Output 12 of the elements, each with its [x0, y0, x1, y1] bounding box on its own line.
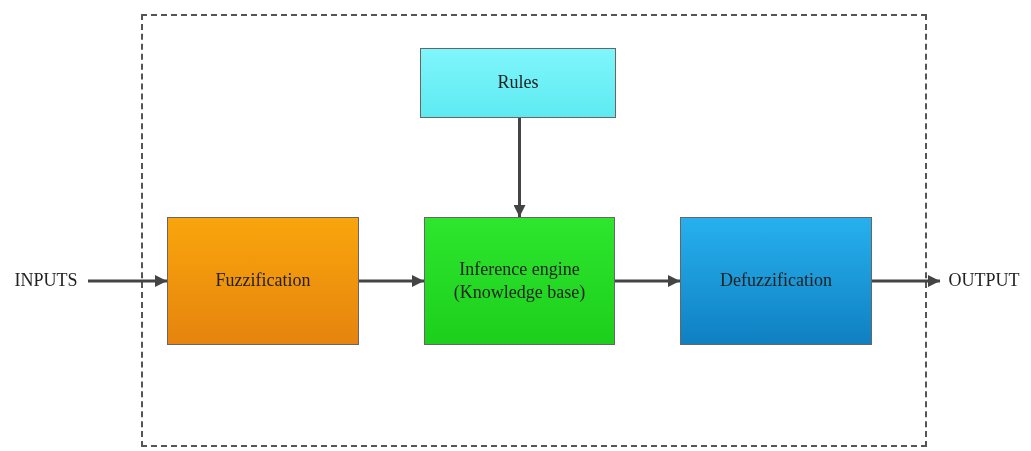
arrow — [513, 118, 526, 217]
input-label: INPUTS — [4, 268, 88, 294]
arrow — [615, 275, 680, 287]
arrow — [359, 275, 424, 287]
dashed-boundary — [141, 14, 927, 447]
process-box: Inference engine (Knowledge base) — [424, 217, 615, 345]
process-box: Rules — [420, 48, 616, 118]
arrow — [872, 275, 940, 287]
output-label: OUTPUT — [940, 268, 1028, 294]
arrow — [88, 275, 167, 287]
process-box: Defuzzification — [680, 217, 872, 345]
process-box: Fuzzification — [167, 217, 359, 345]
